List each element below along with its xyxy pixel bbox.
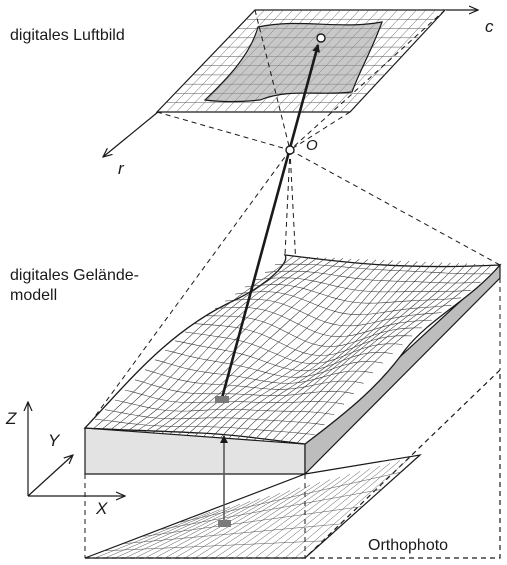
- image-point: [316, 33, 326, 43]
- aerial-image-label: digitales Luftbild: [10, 27, 125, 44]
- projection-center: [285, 145, 295, 155]
- terrain-model: [83, 254, 502, 476]
- y-axis-label: Y: [48, 431, 60, 450]
- aerial-image-plane: [155, 9, 447, 113]
- orthophoto-label: Orthophoto: [368, 537, 449, 554]
- projection-center-label: O: [306, 137, 318, 154]
- r-axis-label: r: [118, 159, 124, 178]
- terrain-point: [215, 396, 229, 403]
- terrain-surface-grid: [93, 256, 492, 444]
- terrain-model-label-line1: digitales Gelände-: [10, 267, 139, 284]
- orthophoto-pixel: [218, 520, 231, 527]
- y-axis-arrow: [27, 455, 73, 497]
- c-axis-label: c: [485, 17, 494, 36]
- aerial-image-footprint: [203, 21, 383, 103]
- xyz-axes: [28, 402, 125, 496]
- projection-rays-upper: [156, 9, 446, 151]
- terrain-surface: [83, 254, 502, 445]
- z-axis-label: Z: [6, 409, 17, 428]
- r-axis-arrow: [103, 111, 159, 157]
- terrain-model-label-line2: modell: [10, 287, 58, 304]
- orthophoto-grid: [94, 457, 411, 559]
- x-axis-label: X: [96, 499, 108, 518]
- terrain-orthophoto-guides: [84, 278, 501, 558]
- projection-ray: [220, 44, 321, 399]
